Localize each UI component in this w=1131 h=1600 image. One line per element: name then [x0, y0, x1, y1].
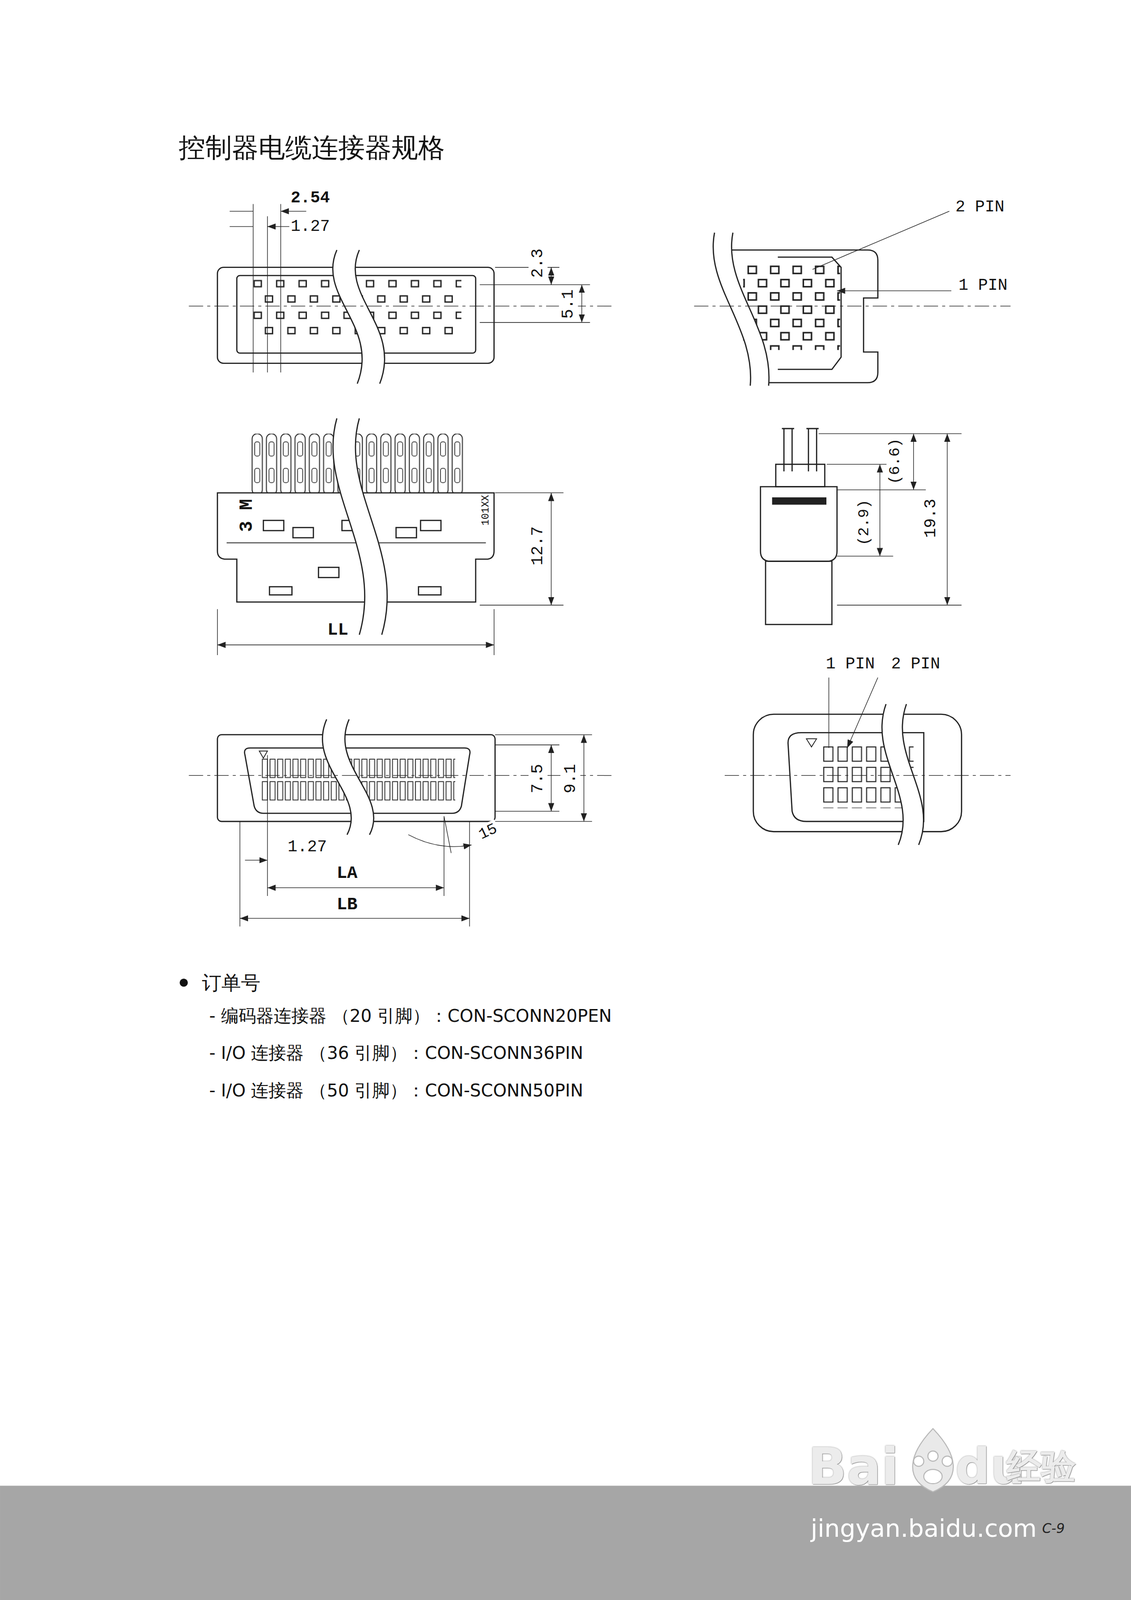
- pin-label: 1 PIN: [957, 276, 1009, 296]
- watermark: 经验: [1006, 1447, 1076, 1487]
- dimension: 1.27: [286, 837, 328, 857]
- dimension: 1.27: [289, 217, 332, 237]
- page-number: C-9: [1042, 1521, 1065, 1537]
- dimension: (2.9): [855, 498, 874, 547]
- pin-label: 2 PIN: [954, 197, 1007, 217]
- dimension: 5.1: [559, 287, 579, 321]
- dimension: (6.6): [886, 437, 904, 487]
- list-heading: 订单号: [201, 971, 261, 995]
- dimension: LL: [325, 620, 350, 641]
- pin-label: 1 PIN: [824, 655, 877, 675]
- dimension: 12.7: [528, 525, 548, 567]
- page-title: 控制器电缆连接器规格: [178, 132, 445, 163]
- dimension: 9.1: [561, 762, 581, 796]
- watermark-url: jingyan.baidu.com: [810, 1514, 1037, 1544]
- pin-label: 2 PIN: [889, 655, 942, 675]
- dimension: 7.5: [528, 762, 548, 796]
- dimension: 19.3: [921, 497, 941, 540]
- dimension: LB: [335, 895, 359, 916]
- dimension: LA: [335, 863, 359, 884]
- dimension: 2.54: [289, 188, 332, 208]
- order-item: - I/O 连接器 （50 引脚）：CON-SCONN50PIN: [209, 1081, 584, 1102]
- order-item: - I/O 连接器 （36 引脚）：CON-SCONN36PIN: [209, 1043, 584, 1064]
- angle: 15: [474, 819, 502, 844]
- dimension: 2.3: [528, 247, 548, 280]
- order-item: - 编码器连接器 （20 引脚）：CON-SCONN20PEN: [209, 1006, 612, 1027]
- part-number: 101XX: [479, 495, 492, 526]
- brand-mark: 3 M: [236, 498, 258, 533]
- watermark: Bai: [807, 1437, 899, 1497]
